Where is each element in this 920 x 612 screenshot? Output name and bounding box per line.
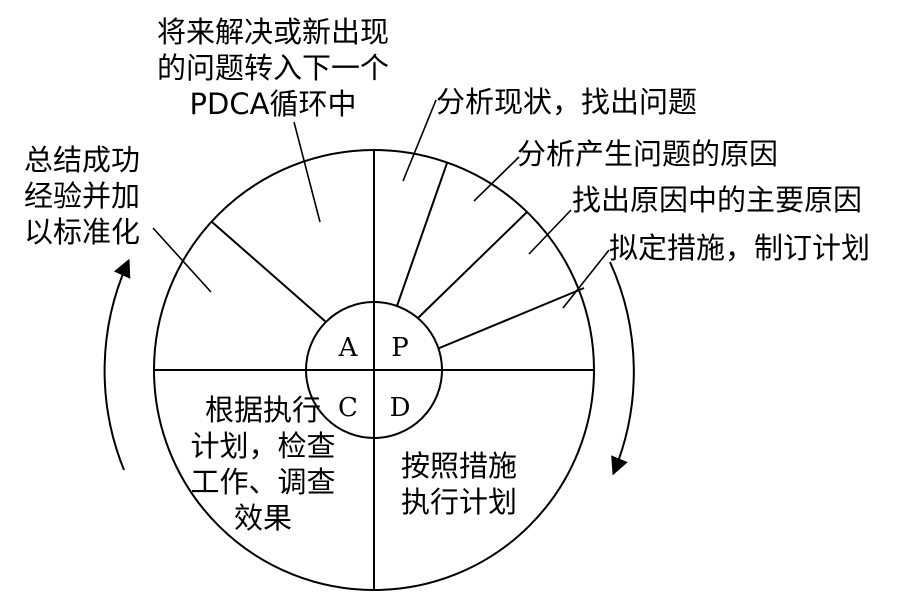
quadrant-letter-p: P (391, 333, 409, 363)
leader-next-cycle (293, 121, 321, 223)
rotation-arrow-right (609, 261, 635, 476)
label-check-line-2: 计划，检查 (190, 429, 336, 463)
label-check-line-4: 效果 (233, 501, 292, 535)
quadrant-letter-d: D (390, 393, 411, 423)
label-do: 按照措施 执行计划 (401, 448, 517, 520)
p-sector-spoke-2 (417, 211, 528, 319)
label-p-step3: 找出原因中的主要原因 (572, 183, 863, 217)
label-summarize-line-3: 以标准化 (24, 215, 141, 249)
label-check: 根据执行 计划，检查 工作、调查 效果 (178, 392, 348, 536)
label-summarize-line-1: 总结成功 (24, 143, 141, 177)
p-sector-spoke-3 (436, 287, 585, 350)
quadrant-letter-c: C (338, 393, 358, 423)
p-sector-spoke-1 (396, 162, 448, 307)
leader-p-step3 (528, 209, 572, 255)
label-check-line-3: 工作、调查 (190, 465, 336, 499)
label-summarize-line-2: 经验并加 (24, 179, 141, 213)
label-next-cycle-line-2: 的问题转入下一个 (156, 51, 389, 85)
quadrant-letter-a: A (338, 333, 359, 363)
label-check-line-1: 根据执行 (204, 393, 321, 427)
label-next-cycle: 将来解决或新出现 的问题转入下一个 PDCA循环中 (143, 14, 403, 122)
rotation-arrow-left (103, 258, 131, 471)
label-do-line-2: 执行计划 (401, 485, 518, 519)
label-summarize: 总结成功 经验并加 以标准化 (24, 142, 140, 250)
label-do-line-1: 按照措施 (401, 449, 518, 483)
label-p-step2: 分析产生问题的原因 (517, 137, 779, 171)
label-p-step4: 拟定措施，制订计划 (609, 231, 871, 265)
a-sector-spoke (211, 221, 327, 323)
leader-p-step1 (402, 99, 437, 182)
leader-p-step4 (562, 249, 610, 309)
leader-summarize (152, 227, 212, 293)
leader-p-step2 (473, 156, 520, 202)
label-p-step1: 分析现状，找出问题 (436, 85, 698, 119)
label-next-cycle-line-1: 将来解决或新出现 (156, 15, 389, 49)
label-next-cycle-line-3: PDCA循环中 (189, 87, 357, 121)
